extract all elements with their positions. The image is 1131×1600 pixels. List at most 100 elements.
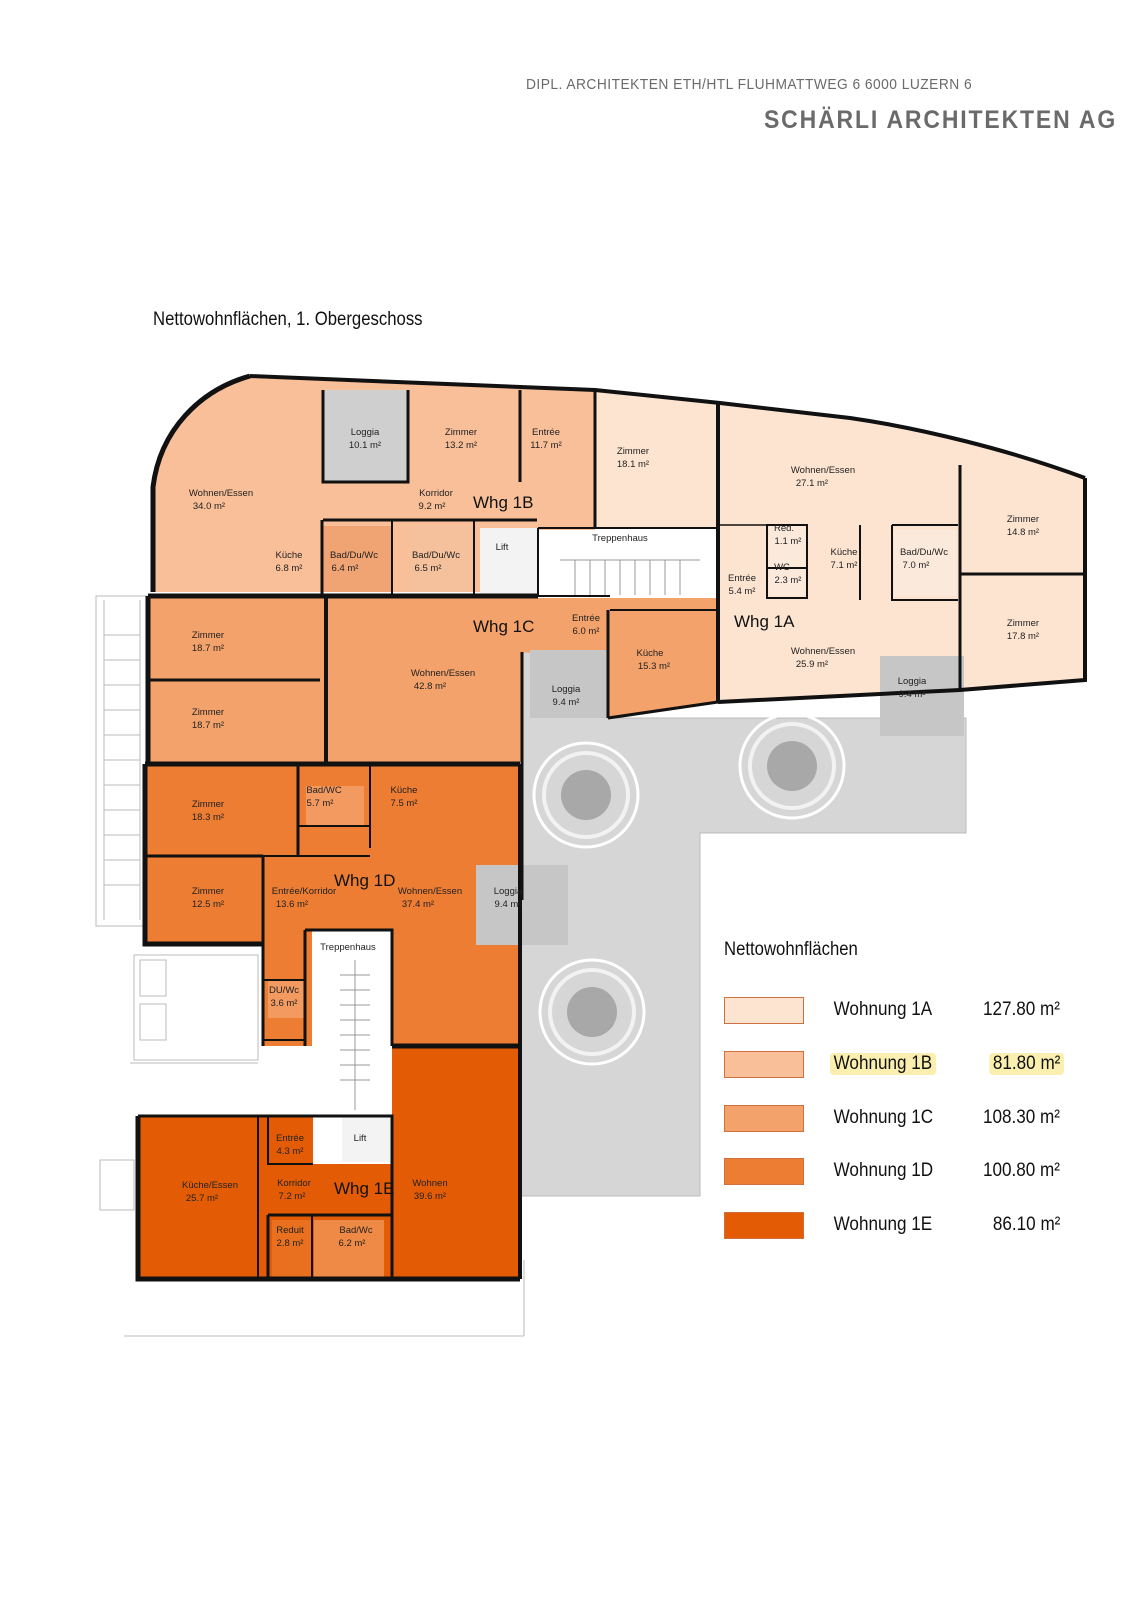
legend-name: Wohnung 1C [833, 1107, 934, 1128]
room-area: 18.1 m² [617, 459, 649, 470]
room-area: 18.7 m² [192, 643, 224, 654]
room-area: 9.4 m² [899, 689, 926, 700]
room-area: 42.8 m² [414, 681, 446, 692]
unit-1c-area [148, 598, 718, 762]
room-name: Bad/Wc [339, 1225, 373, 1236]
room-name: Wohnen/Essen [398, 886, 462, 897]
unit-1e-area [138, 1046, 520, 1279]
unit-labels: Whg 1B Whg 1C Whg 1A Whg 1D Whg 1E [334, 493, 795, 1198]
room-name: Entrée [532, 427, 560, 438]
room-name: Zimmer [617, 446, 649, 457]
walls [135, 373, 1087, 1282]
room-name: Zimmer [1007, 514, 1039, 525]
plan-title: Nettowohnflächen, 1. Obergeschoss [153, 309, 423, 330]
unit-label-1c: Whg 1C [473, 617, 534, 636]
room-area: 1.1 m² [775, 536, 802, 547]
room-name: Korridor [277, 1178, 311, 1189]
room-area: 27.1 m² [796, 478, 828, 489]
room-area: 12.5 m² [192, 899, 224, 910]
office-name: SCHÄRLI ARCHITEKTEN AG [764, 106, 1118, 134]
room-area: 9.4 m² [553, 697, 580, 708]
room-name: Entrée [572, 613, 600, 624]
room-name: DU/Wc [269, 985, 299, 996]
room-area: 18.3 m² [192, 812, 224, 823]
room-area: 13.6 m² [276, 899, 308, 910]
room-area: 39.6 m² [414, 1191, 446, 1202]
terrace-planters [532, 712, 846, 1066]
legend-row-1d: Wohnung 1D 100.80 m² [724, 1158, 1064, 1186]
room-name: Küche [391, 785, 418, 796]
room-name: Lift [496, 542, 509, 553]
room-name: Wohnen/Essen [791, 465, 855, 476]
legend-name: Wohnung 1B [830, 1053, 936, 1075]
legend-area: 100.80 m² [983, 1160, 1061, 1181]
room-area: 6.2 m² [339, 1238, 366, 1249]
room-area: 15.3 m² [638, 661, 670, 672]
legend-row-1a: Wohnung 1A 127.80 m² [724, 997, 1064, 1025]
legend-row-1e: Wohnung 1E 86.10 m² [724, 1212, 1064, 1240]
room-name: Entrée [728, 573, 756, 584]
room-area: 5.7 m² [307, 798, 334, 809]
room-area: 25.7 m² [186, 1193, 218, 1204]
room-area: 5.4 m² [729, 586, 756, 597]
room-name: Bad/Du/Wc [330, 550, 378, 561]
room-name: Küche [831, 547, 858, 558]
room-name: Loggia [898, 676, 927, 687]
room-name: Reduit [276, 1225, 304, 1236]
room-name: Bad/WC [306, 785, 342, 796]
room-name: Entrée [276, 1133, 304, 1144]
room-name: Loggia [351, 427, 380, 438]
unit-label-1a: Whg 1A [734, 612, 795, 631]
legend-area: 108.30 m² [983, 1107, 1061, 1128]
room-area: 9.4 m² [495, 899, 522, 910]
room-area: 25.9 m² [796, 659, 828, 670]
room-name: Entrée/Korridor [272, 886, 336, 897]
legend-name: Wohnung 1D [833, 1160, 934, 1181]
room-area: 6.0 m² [573, 626, 600, 637]
room-name: Treppenhaus [592, 533, 648, 544]
room-name: Küche [276, 550, 303, 561]
room-area: 4.3 m² [277, 1146, 304, 1157]
legend-row-1c: Wohnung 1C 108.30 m² [724, 1105, 1064, 1133]
room-name: Zimmer [1007, 618, 1039, 629]
room-name: Wohnen/Essen [791, 646, 855, 657]
unit-label-1b: Whg 1B [473, 493, 533, 512]
room-area: 18.7 m² [192, 720, 224, 731]
room-area: 7.2 m² [279, 1191, 306, 1202]
room-name: Wohnen/Essen [189, 488, 253, 499]
room-area: 14.8 m² [1007, 527, 1039, 538]
room-name: Wohnen [412, 1178, 447, 1189]
room-name: Treppenhaus [320, 942, 376, 953]
room-area: 7.5 m² [391, 798, 418, 809]
room-area: 10.1 m² [349, 440, 381, 451]
legend-swatch [724, 997, 804, 1024]
legend-name: Wohnung 1E [833, 1214, 933, 1235]
room-name: Küche/Essen [182, 1180, 238, 1191]
room-name: Zimmer [192, 707, 224, 718]
legend-swatch [724, 1105, 804, 1132]
room-name: Korridor [419, 488, 453, 499]
legend-title: Nettowohnflächen [724, 939, 858, 960]
legend-swatch [724, 1158, 804, 1185]
unit-label-1e: Whg 1E [334, 1179, 394, 1198]
legend-swatch [724, 1051, 804, 1078]
room-name: Küche [637, 648, 664, 659]
room-name: Bad/Du/Wc [900, 547, 948, 558]
room-area: 7.0 m² [903, 560, 930, 571]
room-name: Wohnen/Essen [411, 668, 475, 679]
room-area: 13.2 m² [445, 440, 477, 451]
room-name: Lift [354, 1133, 367, 1144]
legend-row-1b: Wohnung 1B 81.80 m² [724, 1051, 1064, 1079]
unit-1d-area [145, 766, 520, 1046]
room-labels: Loggia 10.1 m² Zimmer 13.2 m² Entrée 11.… [182, 427, 1039, 1249]
room-area: 6.8 m² [276, 563, 303, 574]
room-area: 2.3 m² [775, 575, 802, 586]
room-name: Zimmer [192, 630, 224, 641]
room-name: Bad/Du/Wc [412, 550, 460, 561]
room-name: Loggia [494, 886, 523, 897]
legend-area: 127.80 m² [983, 999, 1061, 1020]
room-area: 37.4 m² [402, 899, 434, 910]
legend-area: 81.80 m² [989, 1053, 1064, 1075]
west-balconies [95, 595, 525, 1337]
legend-swatch [724, 1212, 804, 1239]
